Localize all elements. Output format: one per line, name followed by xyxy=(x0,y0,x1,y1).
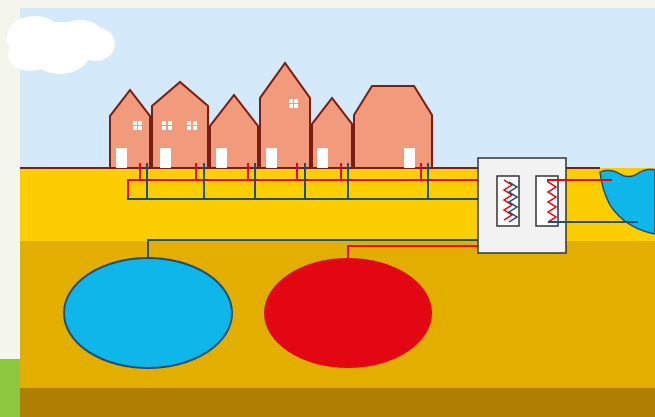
green-accent-bar xyxy=(0,359,20,417)
heat-coil xyxy=(546,181,558,223)
window-icon xyxy=(162,121,172,130)
hot-supply-main xyxy=(127,179,490,196)
house-row xyxy=(109,61,433,169)
door xyxy=(266,148,277,168)
warm-water-reservoir xyxy=(264,258,432,368)
house-1 xyxy=(109,88,151,169)
heat-coil xyxy=(502,179,514,221)
cold-return-main xyxy=(127,196,484,200)
door xyxy=(317,148,328,168)
window-icon xyxy=(289,99,298,108)
house-5 xyxy=(311,96,353,169)
door xyxy=(404,148,415,168)
window-icon xyxy=(133,121,142,130)
window-icon xyxy=(187,121,197,130)
house-2 xyxy=(151,80,209,169)
house-4 xyxy=(259,61,311,169)
cold-water-reservoir xyxy=(63,257,233,369)
heat-coil xyxy=(507,181,519,223)
heat-exchanger-unit xyxy=(477,157,638,254)
bedrock-layer xyxy=(20,388,655,417)
surface-water-body xyxy=(599,168,655,235)
door xyxy=(116,148,127,168)
lake-hot-pipe xyxy=(547,179,612,182)
house-6 xyxy=(353,85,433,169)
cloud-icon xyxy=(7,16,115,74)
house-3 xyxy=(209,93,259,169)
door xyxy=(216,148,227,168)
door xyxy=(160,148,171,168)
